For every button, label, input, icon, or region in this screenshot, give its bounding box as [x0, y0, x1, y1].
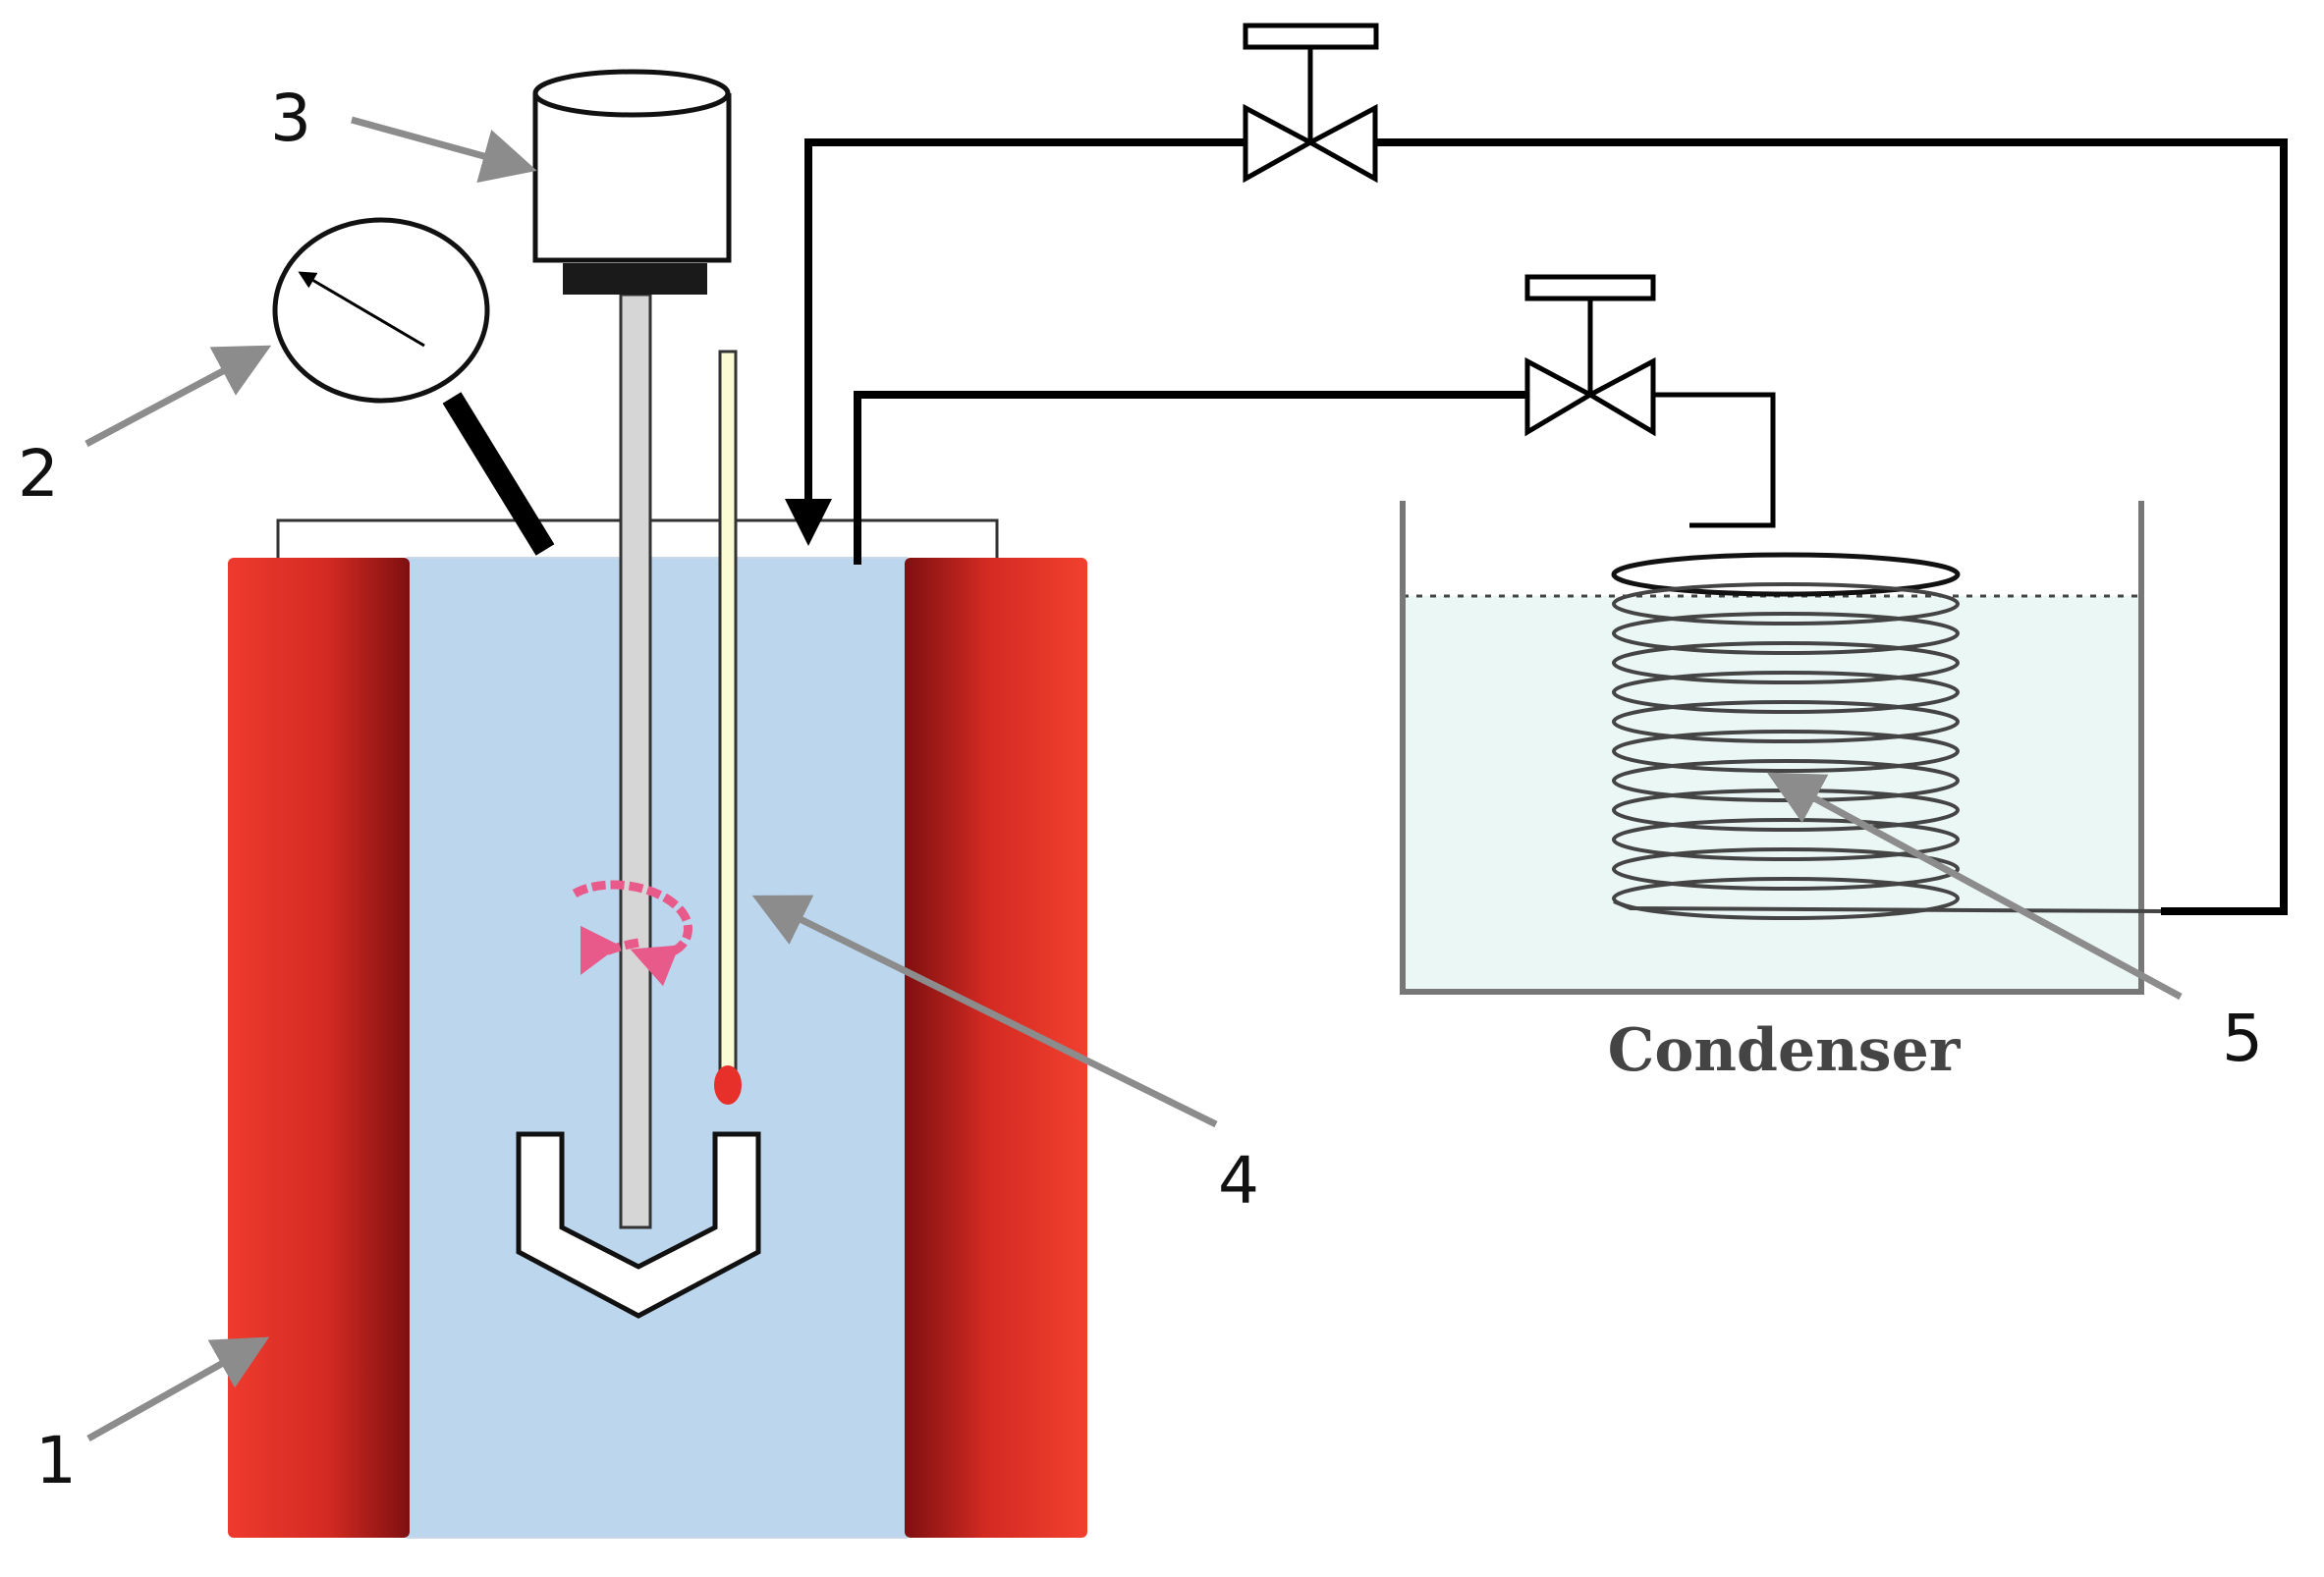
coil-turn [1612, 582, 1960, 625]
thermometer-bulb [714, 1065, 742, 1105]
coil-turn [1612, 730, 1960, 773]
label-condenser-coil: 5 [2222, 1001, 2263, 1076]
stir-rotation-icon [572, 880, 692, 987]
label-motor: 3 [270, 81, 311, 156]
coil-turn [1612, 877, 1960, 920]
condenser: Condenser [1400, 501, 2162, 1085]
leader-arrow-3 [351, 116, 537, 184]
thermometer [714, 350, 742, 1105]
stir-rotation-icon-2 [580, 925, 639, 976]
coil-turn [1612, 612, 1960, 655]
heating-jacket-right [905, 558, 1087, 1538]
coil-turn [1612, 847, 1960, 891]
heating-jacket-left [228, 558, 410, 1538]
coil-turn [1611, 552, 1961, 597]
reactor-vessel [228, 518, 1087, 1539]
impeller [516, 1131, 761, 1319]
valve-upper [1243, 23, 1379, 184]
stirrer-shaft [619, 293, 652, 1229]
leader-arrow-2 [84, 345, 272, 448]
valve-body-icon [1524, 356, 1656, 437]
coil-turn [1612, 700, 1960, 743]
valve-body-icon [1243, 103, 1378, 184]
label-pressure-gauge: 2 [18, 436, 59, 512]
vapor-pipe [854, 391, 1527, 565]
gauge-needle [298, 271, 425, 348]
reactor-interior [407, 557, 908, 1539]
condenser-caption: Condenser [1608, 1016, 1962, 1085]
gauge-dial [272, 217, 490, 404]
leader-arrow-1 [86, 1336, 270, 1442]
coil-turn [1612, 671, 1960, 714]
valve-handle [1524, 274, 1656, 301]
return-pipe [1375, 138, 2288, 915]
leader-arrow-4 [751, 895, 1218, 1128]
motor-top [532, 69, 731, 118]
leader-arrows [84, 116, 2183, 1442]
condenser-tank [1400, 501, 2144, 995]
piping [785, 138, 2288, 915]
thermometer-tube [718, 350, 738, 1092]
return-pipe-inlet [785, 138, 1245, 546]
valve-lower [1524, 274, 1656, 437]
label-heating-jacket: 1 [35, 1423, 77, 1498]
coil-turn [1612, 641, 1960, 684]
coil-outlet [1613, 899, 2162, 913]
motor-coupling [563, 263, 707, 295]
condenser-coil [1611, 552, 2162, 920]
pressure-gauge [272, 217, 555, 556]
vapor-pipe-to-condenser [1653, 392, 1776, 528]
gauge-stem [442, 392, 555, 556]
valve-handle [1243, 23, 1379, 50]
label-thermometer: 4 [1218, 1143, 1259, 1219]
motor-body [532, 93, 732, 263]
stirrer-assembly [516, 69, 761, 1319]
leader-arrow-5 [1766, 772, 2183, 1001]
